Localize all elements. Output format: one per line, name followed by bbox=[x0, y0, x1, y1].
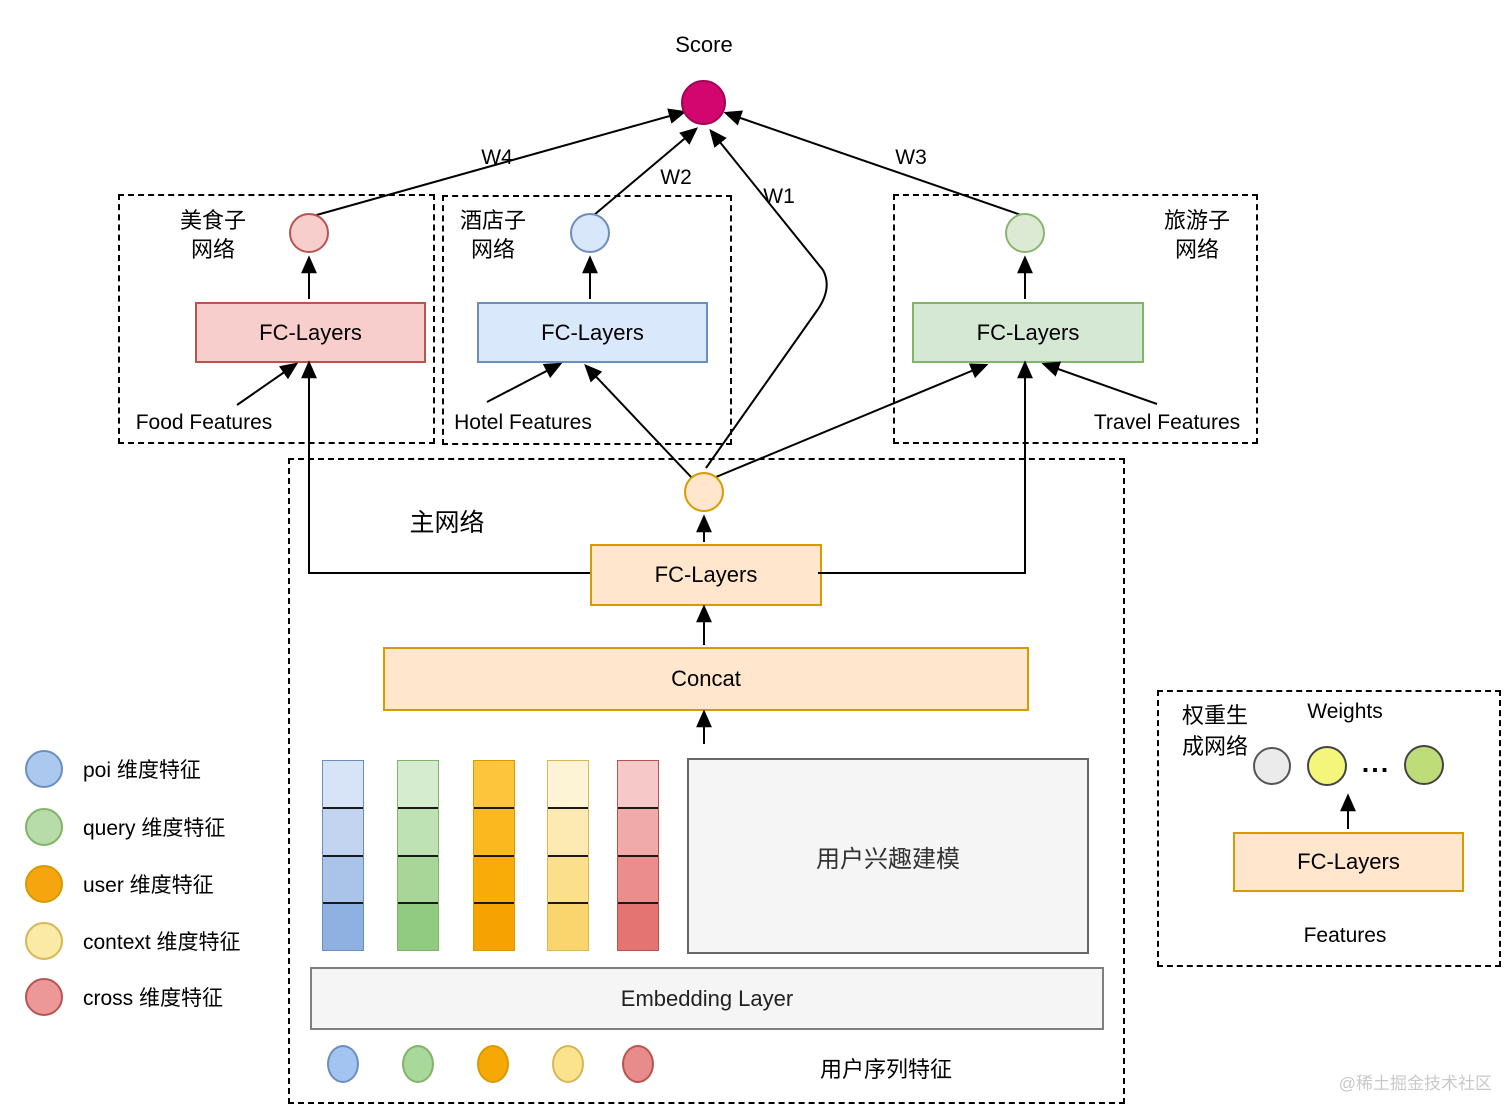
poi-feature-column bbox=[322, 760, 364, 951]
user-sequence-label: 用户序列特征 bbox=[819, 1057, 952, 1082]
user-legend-label: user 维度特征 bbox=[83, 874, 214, 897]
query-feature-column bbox=[397, 760, 439, 951]
weights-label: Weights bbox=[1307, 700, 1383, 723]
hotel-subnetwork-title: 酒店子 网络 bbox=[459, 208, 526, 262]
weight-fc-layers-box: FC-Layers bbox=[1233, 832, 1464, 892]
weight-fc-label: FC-Layers bbox=[1297, 849, 1400, 874]
main-output-node bbox=[684, 472, 724, 512]
legend-item-context: context 维度特征 bbox=[25, 922, 241, 960]
cross-feature-column bbox=[617, 760, 659, 951]
weight-features-label: Features bbox=[1303, 924, 1387, 947]
user-interest-label: 用户兴趣建模 bbox=[816, 845, 960, 873]
context-legend-label: context 维度特征 bbox=[83, 931, 241, 954]
weight-node-gray bbox=[1253, 747, 1291, 785]
user-legend-dot bbox=[25, 865, 63, 903]
food-fc-layers-box: FC-Layers bbox=[195, 302, 426, 363]
legend-item-cross: cross 维度特征 bbox=[25, 978, 223, 1016]
user-feature-column bbox=[473, 760, 515, 951]
hotel-fc-label: FC-Layers bbox=[541, 319, 644, 345]
legend-item-query: query 维度特征 bbox=[25, 808, 225, 846]
food-features-label: Food Features bbox=[135, 411, 273, 434]
hotel-fc-layers-box: FC-Layers bbox=[477, 302, 708, 363]
sequence-poi-dot bbox=[327, 1045, 359, 1083]
food-fc-label: FC-Layers bbox=[259, 319, 362, 345]
embedding-layer-label: Embedding Layer bbox=[620, 985, 794, 1011]
travel-output-node bbox=[1005, 213, 1045, 253]
travel-fc-layers-box: FC-Layers bbox=[912, 302, 1144, 363]
sequence-context-dot bbox=[552, 1045, 584, 1083]
context-feature-column bbox=[547, 760, 589, 951]
sequence-cross-dot bbox=[622, 1045, 654, 1083]
w2-label: W2 bbox=[660, 166, 692, 189]
main-network-title: 主网络 bbox=[409, 509, 485, 537]
main-fc-layers-box: FC-Layers bbox=[590, 544, 822, 606]
poi-legend-label: poi 维度特征 bbox=[83, 759, 201, 782]
hotel-features-label: Hotel Features bbox=[454, 411, 592, 434]
weight-node-yellow bbox=[1307, 746, 1347, 786]
travel-subnetwork-title: 旅游子 网络 bbox=[1163, 208, 1230, 262]
w3-label: W3 bbox=[895, 146, 927, 169]
cross-legend-label: cross 维度特征 bbox=[83, 987, 224, 1010]
travel-subnetwork-box bbox=[893, 194, 1258, 444]
food-subnetwork-box bbox=[118, 194, 435, 444]
legend-item-poi: poi 维度特征 bbox=[25, 750, 201, 788]
concat-box: Concat bbox=[383, 647, 1029, 711]
food-output-node bbox=[289, 213, 329, 253]
legend-item-user: user 维度特征 bbox=[25, 865, 214, 903]
w1-label: W1 bbox=[763, 185, 795, 208]
context-legend-dot bbox=[25, 922, 63, 960]
sequence-user-dot bbox=[477, 1045, 509, 1083]
main-fc-label: FC-Layers bbox=[654, 562, 758, 587]
concat-label: Concat bbox=[671, 666, 741, 691]
user-interest-modeling-box: 用户兴趣建模 bbox=[687, 758, 1089, 954]
weight-node-green bbox=[1404, 745, 1444, 785]
cross-legend-dot bbox=[25, 978, 63, 1016]
score-node bbox=[681, 80, 726, 125]
embedding-layer-box: Embedding Layer bbox=[310, 967, 1104, 1030]
query-legend-label: query 维度特征 bbox=[83, 817, 226, 840]
travel-fc-label: FC-Layers bbox=[976, 319, 1080, 345]
hotel-output-node bbox=[570, 213, 610, 253]
score-label: Score bbox=[675, 32, 733, 57]
weight-network-box bbox=[1157, 690, 1501, 967]
travel-features-label: Travel Features bbox=[1093, 411, 1241, 434]
poi-legend-dot bbox=[25, 750, 63, 788]
weights-ellipsis: ... bbox=[1361, 748, 1391, 778]
watermark: @稀土掘金技术社区 bbox=[1338, 1074, 1492, 1093]
weight-network-title: 权重生 成网络 bbox=[1181, 703, 1248, 759]
query-legend-dot bbox=[25, 808, 63, 846]
w4-label: W4 bbox=[481, 146, 513, 169]
food-subnetwork-title: 美食子 网络 bbox=[179, 208, 246, 262]
sequence-query-dot bbox=[402, 1045, 434, 1083]
